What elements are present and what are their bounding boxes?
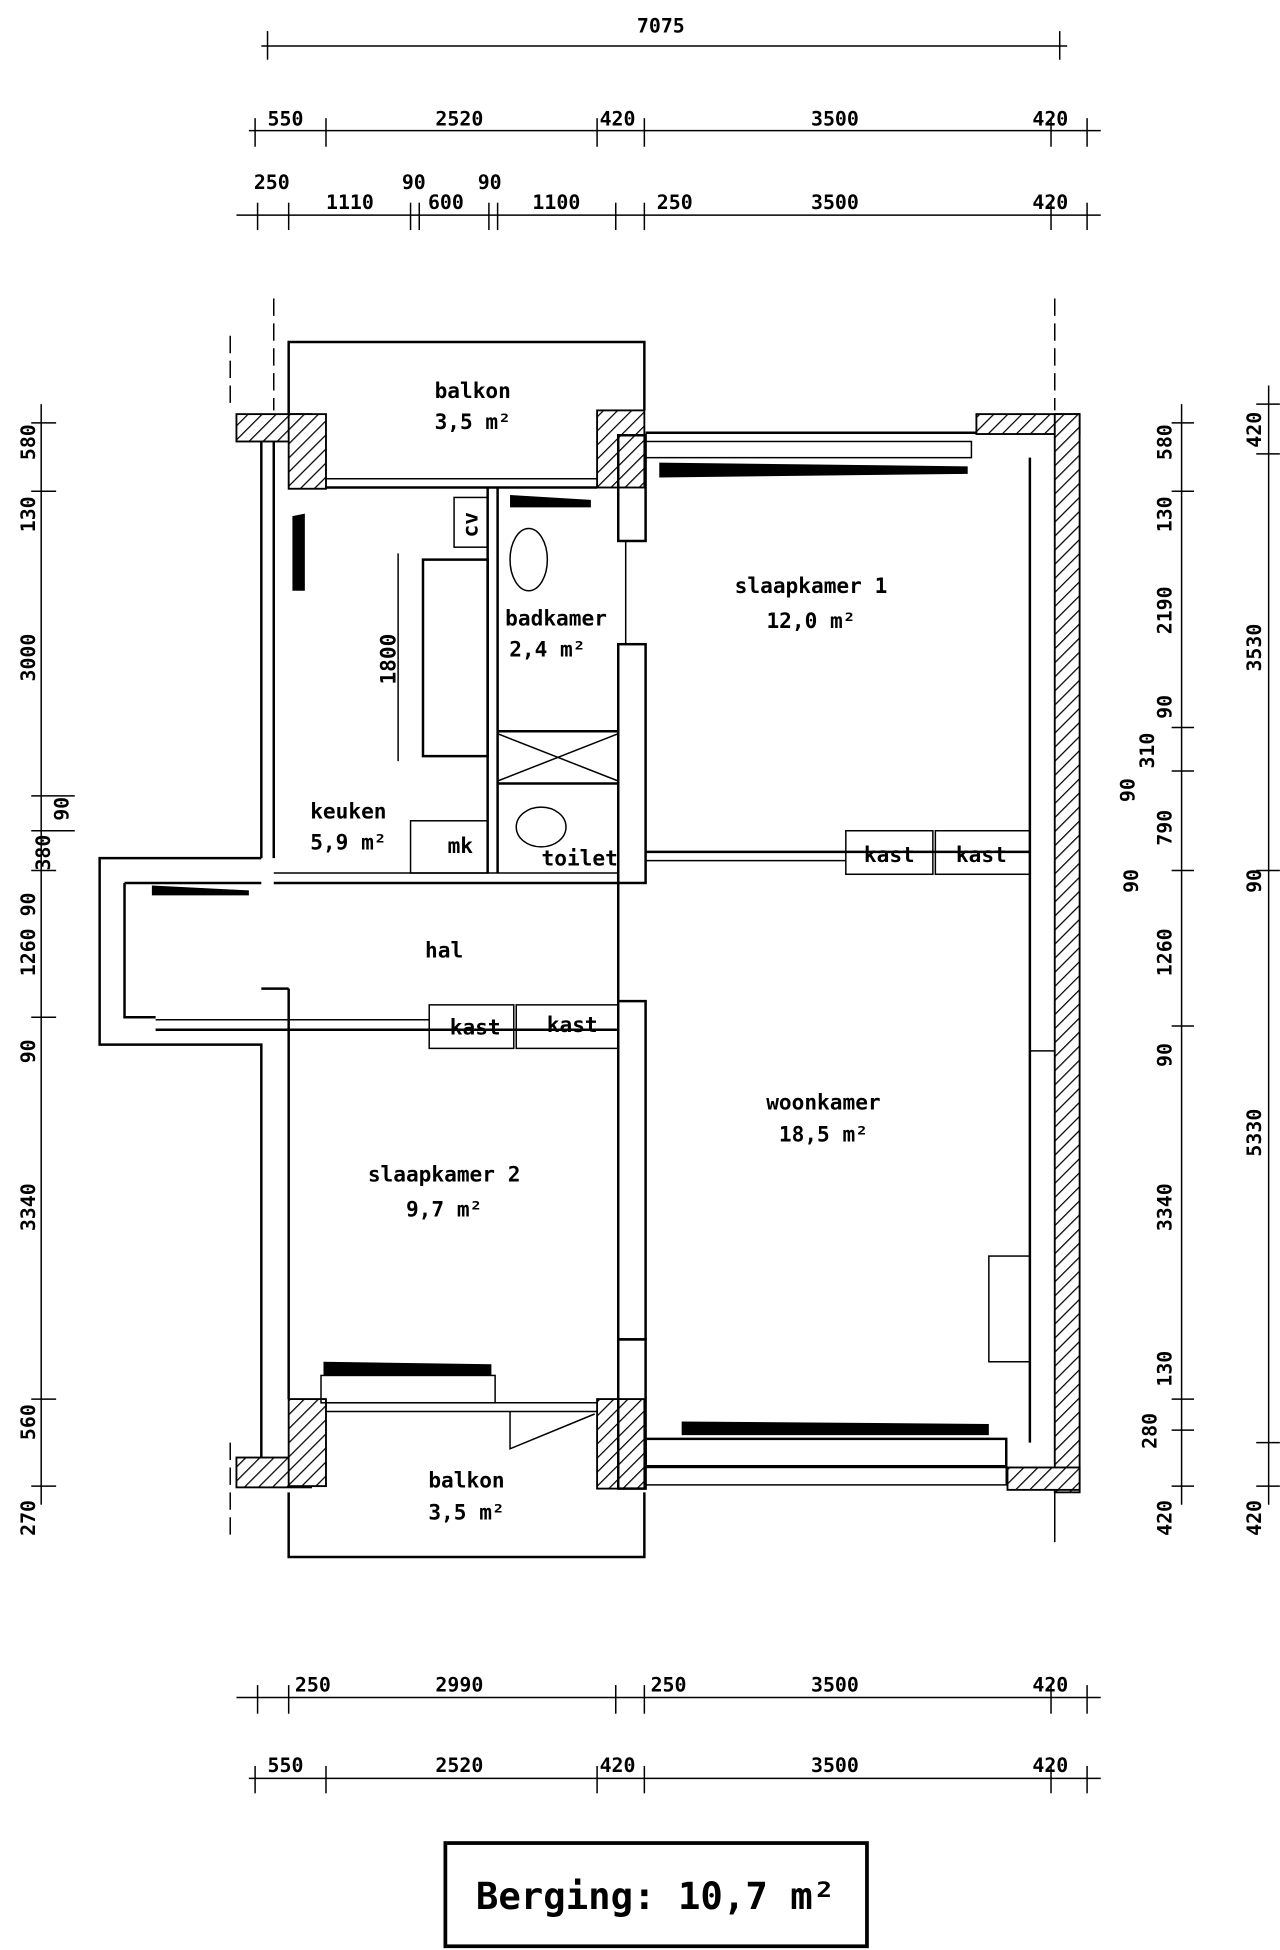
dim-label: 270 [17,1500,40,1536]
mk-label: mk [448,833,474,858]
dim-label: 550 [268,108,304,131]
dim-label: 250 [254,171,290,194]
toilet-label: toilet [542,846,618,871]
dimension-right: 580 130 2190 90 310 90 790 90 1260 90 33… [1116,385,1280,1536]
room-slaapkamer-1: slaapkamer 1 12,0 m² [735,573,888,633]
dim-label: 280 [1139,1413,1162,1449]
dim-label: 3500 [811,191,859,214]
dim-label: 380 [32,835,55,871]
dim-label: 90 [1243,869,1266,893]
room-hal: hal [425,938,463,963]
dim-label: 3000 [17,634,40,682]
dim-label: 3340 [1154,1183,1177,1231]
dim-label: 420 [1032,191,1068,214]
dim-label: 560 [17,1404,40,1440]
dim-label: 420 [1032,108,1068,131]
dim-label: 90 [478,171,502,194]
dim-label: 2990 [435,1673,483,1696]
dim-label: 1100 [532,191,580,214]
room-balkon-top: balkon 3,5 m² [435,378,511,434]
dim-label: 550 [268,1754,304,1777]
dim-label: 90 [17,1039,40,1063]
room-area: 18,5 m² [779,1122,868,1147]
room-name: keuken [310,798,386,823]
dimension-left: 580 130 3000 380 90 1260 90 90 3340 560 … [17,404,75,1536]
dim-label: 250 [651,1673,687,1696]
kast-label: kast [956,842,1007,867]
room-area: 5,9 m² [310,829,386,854]
dim-label: 420 [600,108,636,131]
room-name: slaapkamer 1 [735,573,888,598]
dim-label: 3500 [811,108,859,131]
dim-label: 420 [1032,1754,1068,1777]
kast-label: kast [864,842,915,867]
dim-label: 790 [1154,810,1177,846]
room-name: balkon [428,1467,504,1492]
dim-label: 90 [1154,695,1177,719]
dim-label: 420 [1243,1500,1266,1536]
dim-label: 130 [1154,1351,1177,1387]
room-balkon-bottom: balkon 3,5 m² [428,1467,504,1524]
dim-label: 420 [1243,412,1266,448]
dim-label: 420 [1032,1673,1068,1696]
dim-label: 580 [1154,424,1177,460]
room-badkamer: badkamer 2,4 m² [505,606,607,662]
dim-label: 1260 [1154,928,1177,976]
dim-label: 2190 [1154,586,1177,634]
room-woonkamer: woonkamer 18,5 m² [766,1089,880,1146]
room-area: 9,7 m² [406,1196,482,1221]
dim-label: 580 [17,424,40,460]
kast-label: kast [547,1012,598,1037]
dim-label: 130 [1154,496,1177,532]
dimension-top: 7075 550 2520 420 3500 420 250 1110 90 6… [236,14,1101,231]
room-name: slaapkamer 2 [368,1161,521,1186]
dim-label: 420 [1154,1500,1177,1536]
dim-label: 90 [1116,778,1139,802]
dim-label: 3500 [811,1673,859,1696]
room-name: woonkamer [766,1089,880,1114]
kast-label: kast [450,1015,501,1040]
dim-label: 250 [657,191,693,214]
room-area: 3,5 m² [435,409,511,434]
dim-label: 3340 [17,1183,40,1231]
room-keuken: keuken 5,9 m² [310,798,386,854]
dim-label: 90 [51,797,74,821]
room-slaapkamer-2: slaapkamer 2 9,7 m² [368,1161,521,1221]
dim-label: 3500 [811,1754,859,1777]
dim-label: 90 [1154,1043,1177,1067]
dim-label: 250 [295,1673,331,1696]
room-area: 3,5 m² [428,1500,504,1525]
dim-label: 3530 [1243,624,1266,672]
dim-label: 420 [600,1754,636,1777]
counter-dimension: 1800 [376,634,401,685]
dim-total: 7075 [637,14,685,37]
dim-label: 600 [428,191,464,214]
dim-label: 130 [17,496,40,532]
dim-label: 90 [402,171,426,194]
dim-label: 2520 [435,1754,483,1777]
storage-box: Berging: 10,7 m² [443,1841,869,1949]
room-area: 12,0 m² [766,608,855,633]
dim-label: 90 [1120,869,1143,893]
room-area: 2,4 m² [509,637,585,662]
dim-label: 1260 90 [17,892,40,976]
walls [98,298,1081,1559]
dim-label: 2520 [435,108,483,131]
dim-label: 1110 [326,191,374,214]
room-name: balkon [435,378,511,403]
room-name: badkamer [505,606,607,631]
storage-label: Berging: 10,7 m² [476,1874,835,1918]
dim-label: 5330 [1243,1109,1266,1157]
dimension-bottom: 250 2990 250 3500 420 550 2520 420 3500 … [236,1673,1101,1794]
dim-label: 310 [1136,733,1159,769]
cv-label: cv [458,512,483,537]
